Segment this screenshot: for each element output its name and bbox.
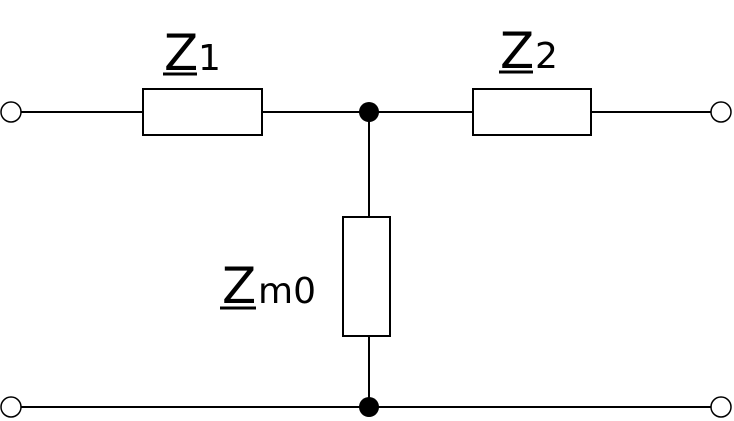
terminal-bottom-right xyxy=(710,396,732,418)
impedance-zm0 xyxy=(342,216,391,337)
terminal-bottom-left xyxy=(0,396,22,418)
terminal-top-left xyxy=(0,101,22,123)
label-zm0-main: Z xyxy=(222,257,256,315)
label-z1: Z 1 xyxy=(163,24,221,82)
label-z2: Z 2 xyxy=(499,22,558,80)
label-zm0-sub: m0 xyxy=(258,271,316,312)
impedance-z1 xyxy=(142,88,263,136)
label-z1-sub: 1 xyxy=(198,38,221,79)
label-z1-main: Z xyxy=(164,24,198,82)
junction-top xyxy=(359,102,379,122)
label-z2-main: Z xyxy=(500,22,534,80)
junction-bottom xyxy=(359,397,379,417)
terminal-top-right xyxy=(710,101,732,123)
label-z2-sub: 2 xyxy=(535,36,558,77)
impedance-z2 xyxy=(472,88,592,136)
label-zm0: Z m0 xyxy=(220,257,316,315)
